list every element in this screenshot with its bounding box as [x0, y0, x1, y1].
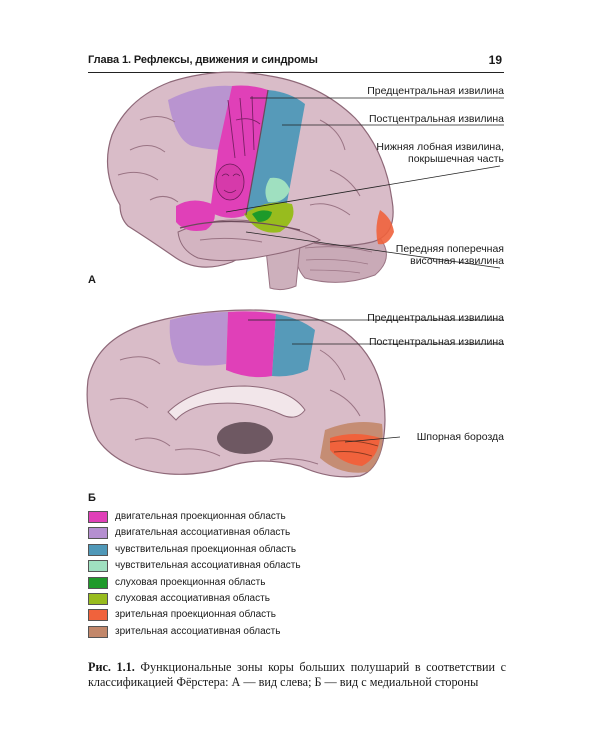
- legend-swatch: [88, 576, 108, 589]
- legend-item: зрительная ассоциативная область: [88, 625, 388, 641]
- chapter-title: Глава 1. Рефлексы, движения и синдромы: [88, 54, 318, 66]
- zone-visual-lateral: [376, 210, 394, 245]
- legend-label: зрительная проекционная область: [115, 609, 276, 621]
- callout-b-precentral: Предцентральная извилина: [367, 312, 504, 324]
- zone-motor-face: [176, 200, 215, 231]
- legend-item: зрительная проекционная область: [88, 608, 388, 624]
- zone-motor-medial: [226, 311, 276, 378]
- callout-b-postcentral: Постцентральная извилина: [368, 336, 504, 348]
- legend-item: слуховая ассоциативная область: [88, 592, 388, 608]
- legend-label: двигательная ассоциативная область: [115, 527, 291, 539]
- callout-a-transverse-temporal: Передняя поперечная височная извилина: [396, 243, 504, 267]
- zone-sensory-medial: [272, 314, 315, 377]
- callout-a-postcentral: Постцентральная извилина: [368, 113, 504, 125]
- thalamus-shape: [217, 422, 273, 454]
- callout-a-transverse-temporal-line1: Передняя поперечная: [395, 243, 504, 255]
- zone-premotor: [168, 85, 232, 150]
- zone-visual-projection-medial: [330, 434, 380, 466]
- legend-swatch: [88, 527, 108, 540]
- legend-swatch: [88, 609, 108, 622]
- legend-item: чувствительная проекционная область: [88, 543, 388, 559]
- zone-sensory-association: [265, 177, 290, 203]
- figure-b-medial-brain: [86, 309, 504, 478]
- figure-caption: Рис. 1.1. Функциональные зоны коры больш…: [88, 660, 506, 690]
- callout-a-inferior-frontal-line1: Нижняя лобная извилина,: [376, 141, 504, 153]
- legend-item: двигательная проекционная область: [88, 510, 388, 526]
- corpus-callosum-shape: [167, 385, 306, 421]
- callout-a-transverse-temporal-line2: височная извилина: [410, 255, 504, 267]
- caption-prefix: Рис. 1.1.: [88, 660, 135, 674]
- legend-item: двигательная ассоциативная область: [88, 526, 388, 542]
- legend: двигательная проекционная область двигат…: [88, 510, 388, 641]
- page-header: Глава 1. Рефлексы, движения и синдромы 1…: [88, 52, 504, 73]
- callout-a-inferior-frontal: Нижняя лобная извилина, покрышечная част…: [376, 141, 504, 165]
- legend-swatch: [88, 511, 108, 523]
- legend-item: слуховая проекционная область: [88, 576, 388, 592]
- legend-label: слуховая проекционная область: [115, 576, 266, 588]
- legend-swatch: [88, 560, 108, 573]
- zone-auditory-projection: [252, 210, 272, 222]
- legend-label: слуховая ассоциативная область: [115, 592, 270, 604]
- legend-label: зрительная ассоциативная область: [115, 625, 281, 637]
- legend-swatch: [88, 543, 108, 556]
- page-number: 19: [488, 53, 502, 67]
- legend-swatch: [88, 592, 108, 605]
- legend-label: чувствительная проекционная область: [115, 543, 297, 555]
- callout-b-calcarine: Шпорная борозда: [416, 431, 504, 443]
- figure-a-label: А: [88, 274, 96, 286]
- legend-swatch: [88, 625, 108, 638]
- legend-label: чувствительная ассоциативная область: [115, 560, 301, 572]
- callout-a-inferior-frontal-line2: покрышечная часть: [408, 153, 504, 165]
- legend-label: двигательная проекционная область: [115, 511, 286, 522]
- figure-a-lateral-brain: [106, 71, 504, 291]
- figure-b-label: Б: [88, 492, 96, 504]
- zone-premotor-medial: [169, 312, 228, 366]
- callout-a-precentral: Предцентральная извилина: [367, 85, 504, 97]
- legend-item: чувствительная ассоциативная область: [88, 559, 388, 575]
- caption-text: Функциональные зоны коры больших полушар…: [88, 660, 506, 689]
